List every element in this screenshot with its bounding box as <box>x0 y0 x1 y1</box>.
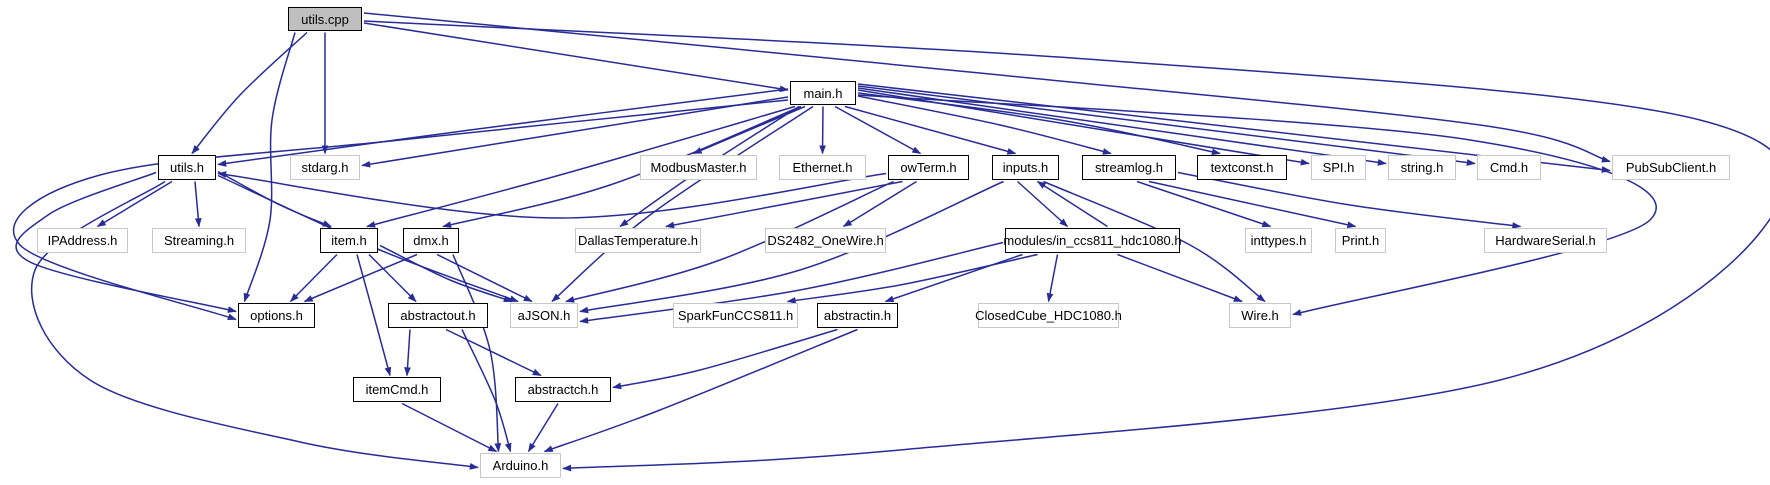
edge-abstractin_h-to-Arduino_h <box>543 328 858 453</box>
graph-node-textconst_h[interactable]: textconst.h <box>1197 155 1287 180</box>
edge-main_h-to-Wire_h <box>857 94 1657 316</box>
edge-main_h-to-streamlog_h <box>857 95 1112 155</box>
edge-streamlog_h-to-Print_h <box>1148 180 1357 229</box>
graph-node-options_h[interactable]: options.h <box>238 303 315 328</box>
graph-node-Ethernet_h: Ethernet.h <box>779 155 866 180</box>
edge-abstractin_h-to-abstractch_h <box>612 328 838 390</box>
edge-owTerm_h-to-DS2482_OneWire_h <box>842 180 917 228</box>
edge-main_h-to-Cmd_h <box>857 85 1476 166</box>
edge-main_h-to-inputs_h <box>844 105 1017 155</box>
graph-node-itemCmd_h[interactable]: itemCmd.h <box>353 377 441 402</box>
graph-node-abstractin_h[interactable]: abstractin.h <box>817 303 898 328</box>
edge-utils_cpp-to-main_h <box>363 22 789 93</box>
graph-node-Streaming_h: Streaming.h <box>152 228 246 253</box>
graph-node-main_h[interactable]: main.h <box>790 81 856 105</box>
edge-inputs_h-to-Wire_h <box>1043 180 1266 303</box>
graph-node-ClosedCube_HDC1080_h: ClosedCube_HDC1080.h <box>975 303 1122 328</box>
graph-node-DS2482_OneWire_h: DS2482_OneWire.h <box>765 228 886 253</box>
edge-modules_in_ccs811_hdc1080_h-to-ClosedCube_HDC1080_h <box>1046 254 1059 303</box>
edge-main_h-to-SPI_h <box>857 89 1310 166</box>
graph-node-abstractch_h[interactable]: abstractch.h <box>515 377 611 402</box>
edge-owTerm_h-to-utils_h <box>217 171 887 219</box>
edge-streamlog_h-to-inttypes_h <box>1136 180 1272 228</box>
edge-main_h-to-options_h <box>12 99 789 321</box>
edge-utils_cpp-to-PubSubClient_h <box>363 12 1611 163</box>
graph-node-Wire_h: Wire.h <box>1229 303 1291 328</box>
edge-utils_h-to-options_h <box>15 171 237 313</box>
edge-dmx_h-to-aJSON_h <box>436 253 533 303</box>
edge-main_h-to-dmx_h <box>442 105 802 228</box>
edge-utils_cpp-to-options_h <box>243 32 296 303</box>
graph-node-streamlog_h[interactable]: streamlog.h <box>1082 155 1176 180</box>
graph-node-item_h[interactable]: item.h <box>320 228 378 253</box>
edge-abstractout_h-to-itemCmd_h <box>404 329 411 377</box>
graph-node-abstractout_h[interactable]: abstractout.h <box>388 303 488 328</box>
graph-node-inttypes_h: inttypes.h <box>1245 228 1312 253</box>
edge-item_h-to-abstractout_h <box>368 253 417 303</box>
edge-main_h-to-textconst_h <box>857 92 1221 156</box>
edge-utils_h-to-IPAddress_h <box>96 180 173 228</box>
edge-itemCmd_h-to-Arduino_h <box>401 402 498 453</box>
edge-inputs_h-to-modules_in_ccs811_hdc1080_h <box>1016 180 1069 228</box>
edge-main_h-to-owTerm_h <box>834 105 922 155</box>
edge-modules_in_ccs811_hdc1080_h-to-abstractin_h <box>884 253 1023 303</box>
edge-owTerm_h-to-DallasTemperature_h <box>665 180 903 229</box>
graph-node-utils_cpp: utils.cpp <box>288 7 362 31</box>
graph-node-IPAddress_h: IPAddress.h <box>37 228 128 253</box>
edge-main_h-to-Ethernet_h <box>819 106 826 155</box>
edge-modules_in_ccs811_hdc1080_h-to-aJSON_h <box>579 241 1004 324</box>
edge-item_h-to-itemCmd_h <box>356 254 392 377</box>
graph-node-ModbusMaster_h: ModbusMaster.h <box>640 155 757 180</box>
graph-node-stdarg_h: stdarg.h <box>290 155 360 180</box>
edge-item_h-to-options_h <box>289 253 338 303</box>
edge-abstractout_h-to-abstractch_h <box>445 328 542 377</box>
edge-abstractout_h-to-Arduino_h <box>461 329 512 453</box>
graph-node-Print_h: Print.h <box>1335 228 1386 253</box>
edge-abstractch_h-to-Arduino_h <box>527 403 559 453</box>
edge-main_h-to-utils_h <box>217 88 789 167</box>
graph-node-modules_in_ccs811_hdc1080_h[interactable]: modules/in_ccs811_hdc1080.h <box>1003 228 1182 253</box>
graph-node-Cmd_h: Cmd.h <box>1477 155 1541 180</box>
graph-node-inputs_h[interactable]: inputs.h <box>992 155 1059 180</box>
edge-utils_h-to-aJSON_h <box>217 174 519 303</box>
edge-modules_in_ccs811_hdc1080_h-to-SparkFunCCS811_h <box>786 253 1038 304</box>
graph-node-SPI_h: SPI.h <box>1311 155 1366 180</box>
graph-node-aJSON_h: aJSON.h <box>510 303 578 328</box>
edge-inputs_h-to-aJSON_h <box>579 180 1004 314</box>
graph-node-PubSubClient_h: PubSubClient.h <box>1612 155 1730 180</box>
graph-node-string_h: string.h <box>1388 155 1456 180</box>
edge-item_h-to-aJSON_h <box>379 244 513 303</box>
graph-node-owTerm_h[interactable]: owTerm.h <box>888 155 969 180</box>
graph-node-dmx_h[interactable]: dmx.h <box>403 228 459 253</box>
edge-utils_cpp-to-utils_h <box>191 31 308 155</box>
graph-node-DallasTemperature_h: DallasTemperature.h <box>575 228 701 253</box>
edge-main_h-to-aJSON_h <box>551 105 814 303</box>
edge-dmx_h-to-options_h <box>303 253 418 303</box>
edge-streamlog_h-to-HardwareSerial_h <box>1177 171 1522 229</box>
graph-node-SparkFunCCS811_h: SparkFunCCS811.h <box>673 303 798 328</box>
edge-modules_in_ccs811_hdc1080_h-to-Wire_h <box>1117 253 1243 303</box>
graph-node-utils_h[interactable]: utils.h <box>158 155 216 180</box>
edge-owTerm_h-to-aJSON_h <box>565 180 894 303</box>
graph-node-HardwareSerial_h: HardwareSerial.h <box>1484 228 1607 253</box>
edge-main_h-to-item_h <box>366 105 796 228</box>
edge-modules_in_ccs811_hdc1080_h-to-inputs_h <box>1036 180 1108 228</box>
edge-utils_cpp-to-Arduino_h <box>363 20 1770 472</box>
edge-utils_h-to-Streaming_h <box>194 181 202 228</box>
graph-node-Arduino_h: Arduino.h <box>480 453 561 478</box>
